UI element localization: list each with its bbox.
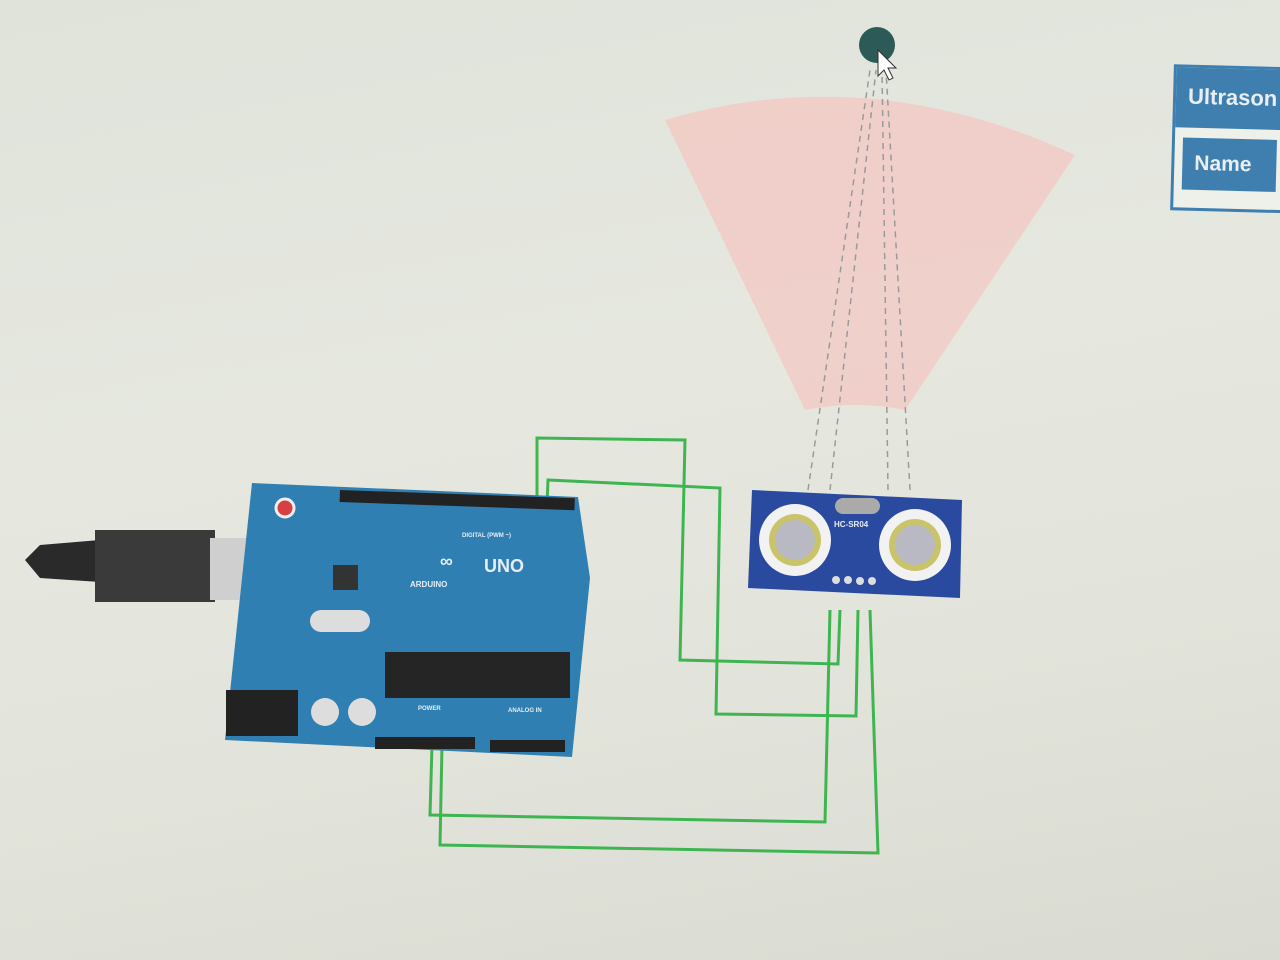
wires[interactable] bbox=[428, 436, 880, 855]
sensor-model-label: HC-SR04 bbox=[834, 520, 869, 529]
component-inspector-panel: Ultrason Name bbox=[1170, 64, 1280, 214]
sensor-beam-lines bbox=[807, 69, 911, 491]
target-object-icon[interactable] bbox=[859, 27, 895, 63]
board-model: UNO bbox=[484, 556, 524, 576]
inspector-title: Ultrason bbox=[1175, 67, 1280, 131]
reset-button[interactable] bbox=[274, 497, 296, 519]
inspector-name-label: Name bbox=[1181, 137, 1277, 192]
board-logo: ∞ bbox=[440, 551, 453, 571]
sensor-range-fan bbox=[665, 96, 1075, 410]
ultrasonic-sensor[interactable]: HC-SR04 bbox=[748, 490, 962, 598]
analog-pins-label: ANALOG IN bbox=[508, 708, 542, 714]
digital-pins-label: DIGITAL (PWM ~) bbox=[462, 533, 511, 539]
power-pins-label: POWER bbox=[418, 706, 441, 712]
arduino-uno-board[interactable]: ∞ ARDUINO UNO DIGITAL (PWM ~) POWER ANAL… bbox=[225, 483, 590, 757]
board-brand: ARDUINO bbox=[410, 580, 447, 589]
mouse-pointer-icon bbox=[877, 48, 898, 81]
